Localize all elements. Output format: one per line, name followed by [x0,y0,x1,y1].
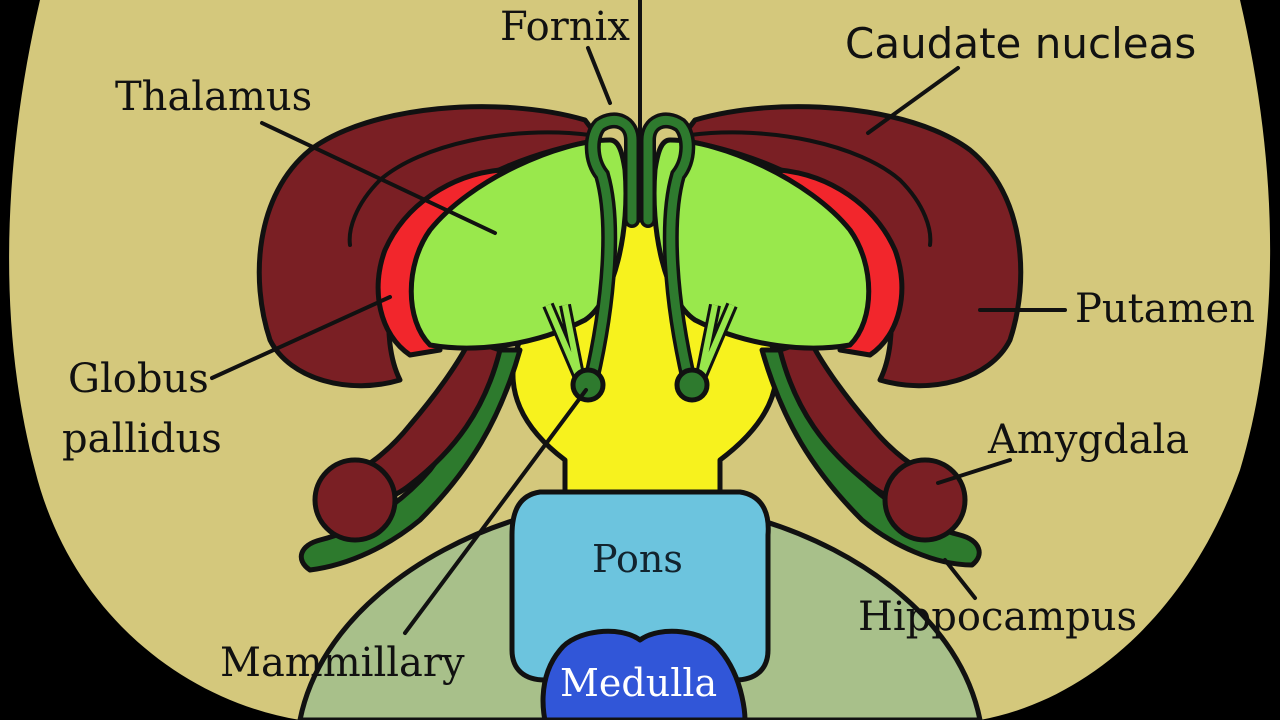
label-pons: Pons [592,537,683,581]
label-amygdala: Amygdala [987,417,1189,463]
label-caudate-nucleus: Caudate nucleas [845,19,1196,68]
label-putamen: Putamen [1075,286,1255,332]
label-pallidus: pallidus [62,416,222,462]
label-mammillary: Mammillary [220,640,465,686]
mammillary-body-left [573,370,603,400]
amygdala-right [885,460,965,540]
amygdala-left [315,460,395,540]
label-globus: Globus [68,356,209,402]
label-hippocampus: Hippocampus [858,594,1137,640]
label-fornix: Fornix [500,4,630,50]
label-medulla: Medulla [560,661,717,705]
label-thalamus: Thalamus [115,74,312,120]
mammillary-body-right [677,370,707,400]
